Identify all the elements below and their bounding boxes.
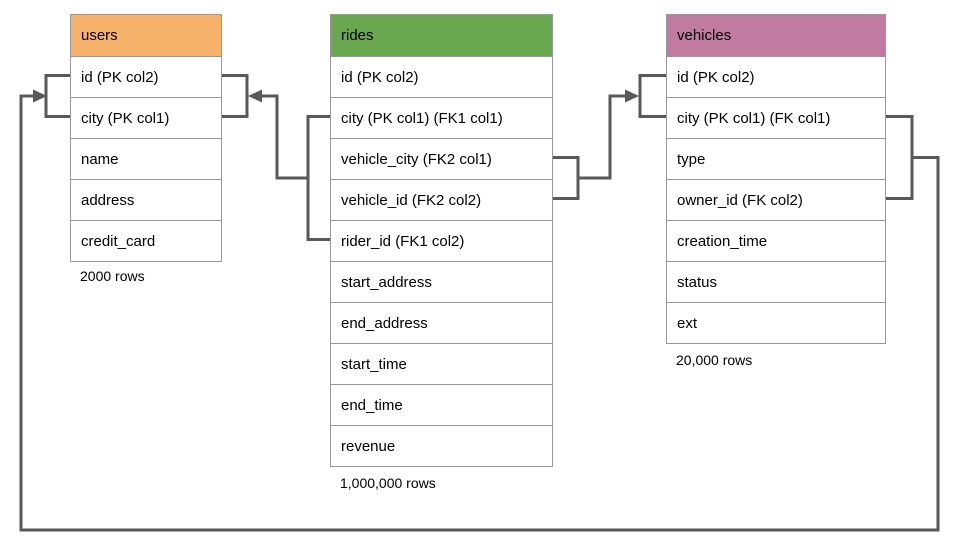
vehicles-left-bracket <box>638 74 666 118</box>
table-vehicles-column-creation-time: creation_time <box>667 220 885 261</box>
table-vehicles-rowcount: 20,000 rows <box>676 352 753 368</box>
table-vehicles-column-id: id (PK col2) <box>667 56 885 97</box>
rides-vehicles-arrowhead-icon <box>625 89 639 103</box>
table-rides-column-vehicle-id: vehicle_id (FK2 col2) <box>331 179 552 220</box>
relationship-rides-vehicles <box>553 74 666 200</box>
table-vehicles-column-type: type <box>667 138 885 179</box>
table-rides-column-vehicle-city: vehicle_city (FK2 col1) <box>331 138 552 179</box>
vehicles-users-link-line <box>19 94 940 532</box>
table-rides-column-revenue: revenue <box>331 425 552 466</box>
table-vehicles: vehicles id (PK col2) city (PK col1) (FK… <box>666 14 886 344</box>
rides-vehicles-link-line <box>578 94 626 180</box>
table-users-header: users <box>71 15 221 56</box>
table-vehicles-column-city: city (PK col1) (FK col1) <box>667 97 885 138</box>
table-users-column-address: address <box>71 179 221 220</box>
rides-left-bracket <box>306 115 330 241</box>
relationship-vehicles-users <box>19 74 940 532</box>
table-rides-column-start-time: start_time <box>331 343 552 384</box>
table-rides-column-id: id (PK col2) <box>331 56 552 97</box>
table-users-column-credit-card: credit_card <box>71 220 221 261</box>
table-vehicles-column-ext: ext <box>667 302 885 343</box>
table-users-column-city: city (PK col1) <box>71 97 221 138</box>
table-rides-column-rider-id: rider_id (FK1 col2) <box>331 220 552 261</box>
users-left-bracket <box>44 74 70 118</box>
table-vehicles-column-status: status <box>667 261 885 302</box>
table-users-column-id: id (PK col2) <box>71 56 221 97</box>
table-rides-column-start-address: start_address <box>331 261 552 302</box>
table-users-rowcount: 2000 rows <box>80 268 145 284</box>
relationship-rides-users <box>222 74 330 241</box>
table-users: users id (PK col2) city (PK col1) name a… <box>70 14 222 262</box>
vehicles-users-arrowhead-icon <box>33 89 47 103</box>
rides-users-arrowhead-icon <box>248 89 262 103</box>
table-rides-header: rides <box>331 15 552 56</box>
table-vehicles-header: vehicles <box>667 15 885 56</box>
table-users-column-name: name <box>71 138 221 179</box>
table-rides-rowcount: 1,000,000 rows <box>340 475 436 491</box>
table-rides-column-end-address: end_address <box>331 302 552 343</box>
rides-right-bracket <box>553 156 580 200</box>
table-rides-column-city: city (PK col1) (FK1 col1) <box>331 97 552 138</box>
vehicles-right-bracket <box>886 115 914 200</box>
table-rides-column-end-time: end_time <box>331 384 552 425</box>
users-right-bracket <box>222 74 249 118</box>
rides-users-link-line <box>261 94 308 180</box>
table-vehicles-column-owner-id: owner_id (FK col2) <box>667 179 885 220</box>
table-rides: rides id (PK col2) city (PK col1) (FK1 c… <box>330 14 553 467</box>
